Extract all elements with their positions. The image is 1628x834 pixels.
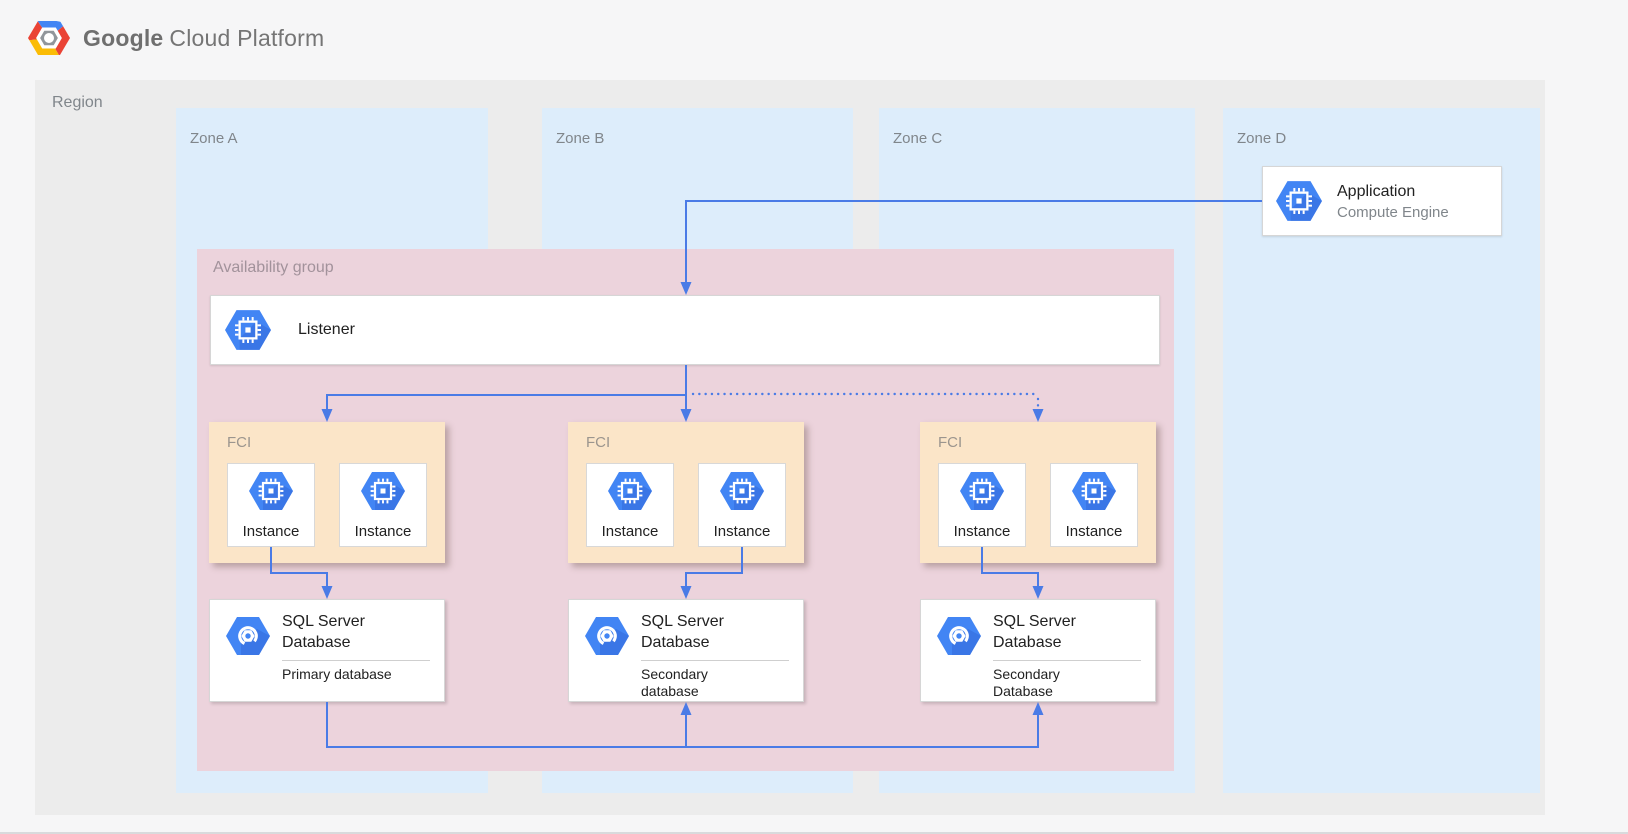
instance-card: Instance xyxy=(339,463,427,547)
availability-group-label: Availability group xyxy=(213,259,334,276)
divider xyxy=(282,659,430,661)
application-subtitle: Compute Engine xyxy=(1337,203,1449,221)
fci-instances: Instance Instance xyxy=(227,463,427,547)
database-title: SQL Server Database xyxy=(993,613,1076,651)
fci-group-zone-b: FCI Instance Instance xyxy=(568,422,804,563)
instance-label: Instance xyxy=(601,523,659,540)
divider xyxy=(641,659,789,661)
instance-card: Instance xyxy=(586,463,674,547)
compute-engine-icon xyxy=(1072,472,1116,510)
compute-engine-icon xyxy=(1276,181,1322,221)
gcp-logo-icon xyxy=(26,18,72,58)
fci-label: FCI xyxy=(227,434,252,451)
database-text: SQL Server Database Secondary database xyxy=(641,612,789,701)
instance-label: Instance xyxy=(953,523,1011,540)
sql-server-database-icon xyxy=(226,617,270,655)
fci-instances: Instance Instance xyxy=(938,463,1138,547)
compute-engine-icon xyxy=(225,310,271,350)
listener-label: Listener xyxy=(298,321,355,338)
divider xyxy=(993,659,1141,661)
database-role: Secondary Database xyxy=(993,665,1060,700)
application-title: Application xyxy=(1337,182,1416,200)
instance-label: Instance xyxy=(1065,523,1123,540)
compute-engine-icon xyxy=(720,472,764,510)
compute-engine-icon xyxy=(608,472,652,510)
instance-card: Instance xyxy=(1050,463,1138,547)
logo-product: Cloud Platform xyxy=(169,24,325,51)
instance-card: Instance xyxy=(938,463,1026,547)
fci-group-zone-a: FCI Instance Instance xyxy=(209,422,445,563)
database-text: SQL Server Database Primary database xyxy=(282,612,430,683)
primary-database-card: SQL Server Database Primary database xyxy=(209,599,445,702)
instance-label: Instance xyxy=(354,523,412,540)
sql-server-database-icon xyxy=(937,617,981,655)
region-label: Region xyxy=(52,94,103,111)
fci-instances: Instance Instance xyxy=(586,463,786,547)
fci-label: FCI xyxy=(586,434,611,451)
application-card: Application Compute Engine xyxy=(1262,166,1502,236)
fci-group-zone-c: FCI Instance Instance xyxy=(920,422,1156,563)
secondary-database-card-c: SQL Server Database Secondary Database xyxy=(920,599,1156,702)
database-role: Primary database xyxy=(282,665,392,682)
database-text: SQL Server Database Secondary Database xyxy=(993,612,1141,701)
zone-b-label: Zone B xyxy=(556,130,605,147)
database-title: SQL Server Database xyxy=(282,613,365,651)
zone-a-label: Zone A xyxy=(190,130,238,147)
compute-engine-icon xyxy=(249,472,293,510)
sql-server-database-icon xyxy=(585,617,629,655)
instance-label: Instance xyxy=(713,523,771,540)
database-title: SQL Server Database xyxy=(641,613,724,651)
compute-engine-icon xyxy=(361,472,405,510)
listener-card: Listener xyxy=(210,295,1160,365)
compute-engine-icon xyxy=(960,472,1004,510)
database-role: Secondary database xyxy=(641,665,708,700)
application-text: Application Compute Engine xyxy=(1337,182,1449,221)
zone-c-label: Zone C xyxy=(893,130,943,147)
logo-brand: Google xyxy=(83,24,164,51)
instance-label: Instance xyxy=(242,523,300,540)
instance-card: Instance xyxy=(227,463,315,547)
instance-card: Instance xyxy=(698,463,786,547)
secondary-database-card-b: SQL Server Database Secondary database xyxy=(568,599,804,702)
fci-label: FCI xyxy=(938,434,963,451)
zone-d-label: Zone D xyxy=(1237,130,1287,147)
